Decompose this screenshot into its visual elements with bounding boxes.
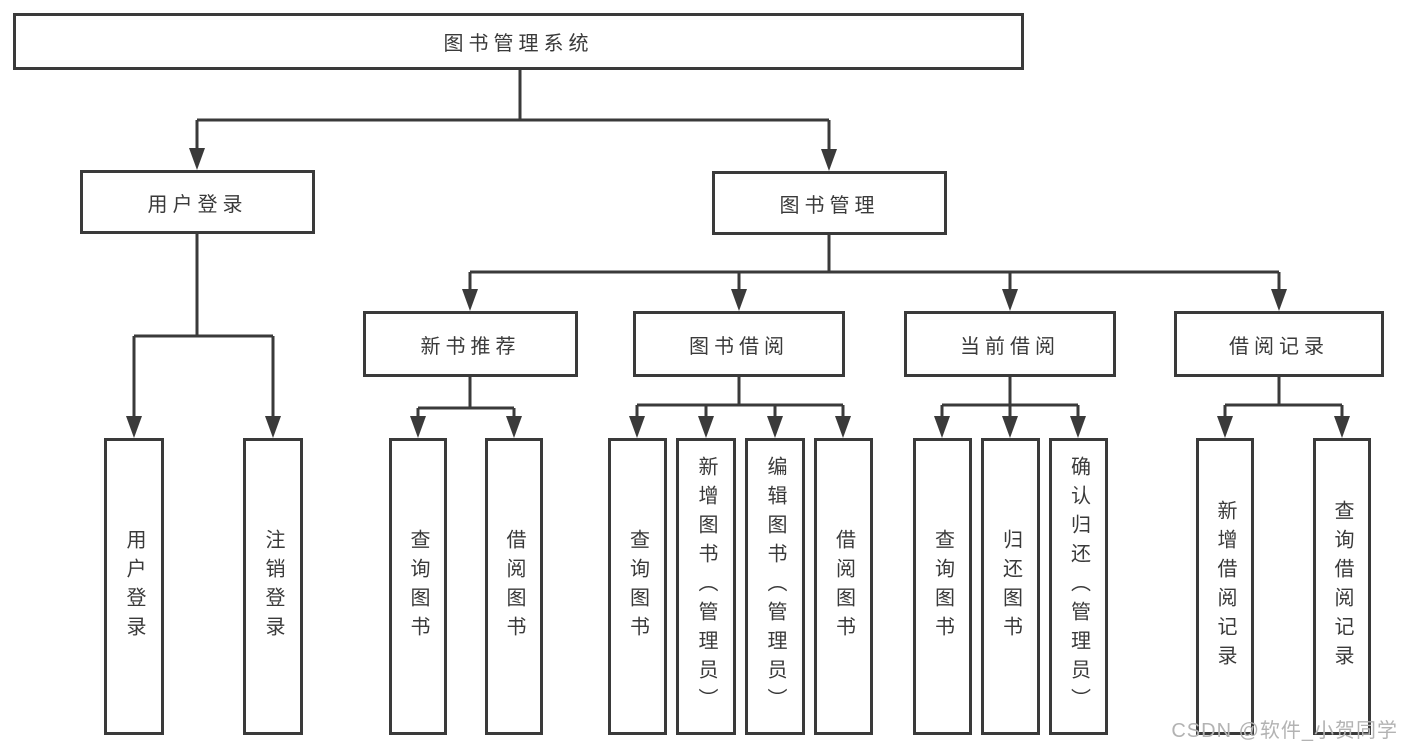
leaf-edit-books-admin: 编辑图书（管理员）: [745, 438, 805, 735]
node-book-management: 图书管理: [712, 171, 947, 235]
leaf-logout: 注销登录: [243, 438, 303, 735]
leaf-query-books-current: 查询图书: [913, 438, 972, 735]
node-library-management-system: 图书管理系统: [13, 13, 1024, 70]
leaf-add-borrow-record: 新增借阅记录: [1196, 438, 1254, 735]
leaf-confirm-return-admin: 确认归还（管理员）: [1049, 438, 1108, 735]
leaf-query-borrow-record: 查询借阅记录: [1313, 438, 1371, 735]
node-book-borrowing: 图书借阅: [633, 311, 845, 377]
leaf-borrow-books-recommend: 借阅图书: [485, 438, 543, 735]
leaf-borrow-books: 借阅图书: [814, 438, 873, 735]
leaf-add-books-admin: 新增图书（管理员）: [676, 438, 736, 735]
leaf-query-books-borrow: 查询图书: [608, 438, 667, 735]
node-new-book-recommendation: 新书推荐: [363, 311, 578, 377]
watermark: CSDN @软件_小贺同学: [1171, 720, 1398, 742]
arrowheads: [126, 148, 1350, 438]
leaf-return-books: 归还图书: [981, 438, 1040, 735]
leaf-query-books-recommend: 查询图书: [389, 438, 447, 735]
node-current-borrowing: 当前借阅: [904, 311, 1116, 377]
node-borrowing-records: 借阅记录: [1174, 311, 1384, 377]
node-user-login: 用户登录: [80, 170, 315, 234]
leaf-user-login: 用户登录: [104, 438, 164, 735]
